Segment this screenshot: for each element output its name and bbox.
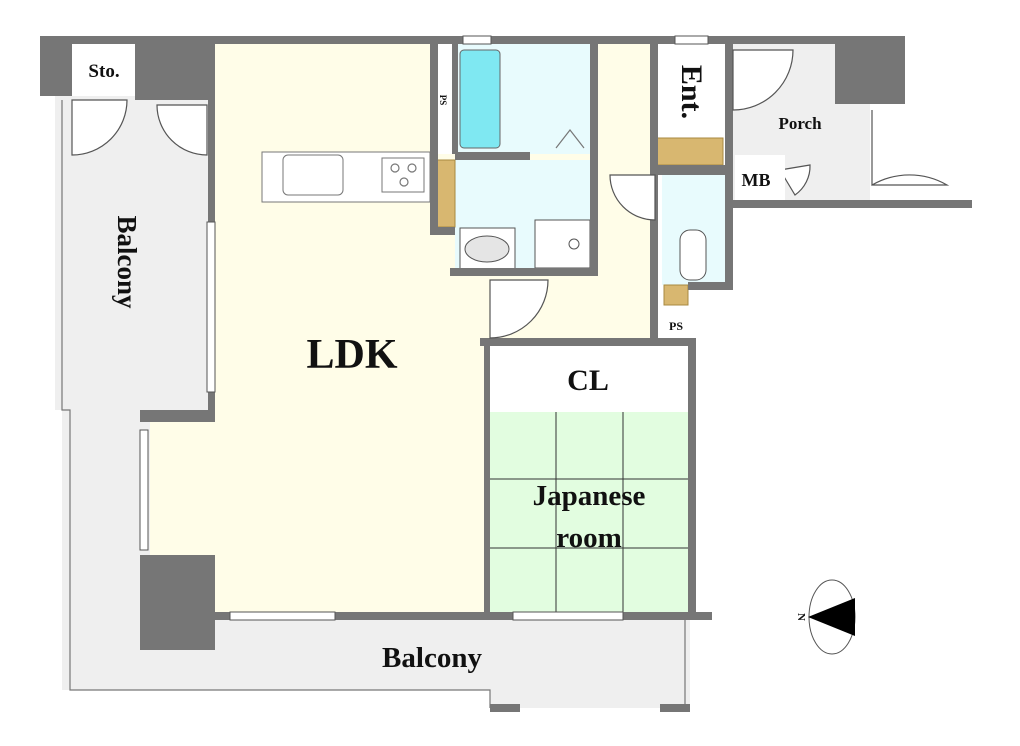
label-pipe-space-2: PS	[669, 319, 683, 333]
label-japanese-room-line1: Japanese	[533, 480, 646, 512]
porch-outer	[870, 105, 950, 200]
label-side-balcony: Balcony	[112, 215, 142, 309]
pipe-space-1	[438, 44, 452, 154]
closet-floor	[490, 345, 688, 410]
label-pipe-space-1: PS	[438, 95, 448, 106]
label-entrance: Ent.	[675, 65, 708, 119]
entrance-door[interactable]	[732, 49, 794, 111]
kitchen-sink	[282, 154, 344, 196]
japanese-room-floor	[490, 412, 688, 612]
label-main-balcony: Balcony	[382, 642, 482, 674]
sink-icon	[464, 235, 510, 263]
drain-icon	[568, 238, 580, 250]
label-porch: Porch	[778, 114, 822, 133]
entrance-floor	[655, 44, 728, 140]
toilet-door[interactable]	[609, 174, 656, 221]
north-arrow-icon	[808, 598, 855, 636]
pipe-space-2	[664, 312, 688, 338]
bath-door-fold[interactable]	[555, 129, 585, 149]
label-meter-box: MB	[742, 170, 771, 190]
washing-machine-pan	[534, 219, 591, 269]
stove-icon	[381, 157, 425, 193]
bathtub	[459, 49, 501, 149]
windows	[139, 35, 709, 621]
balcony-railing	[61, 100, 491, 708]
label-storage: Sto.	[88, 61, 119, 82]
label-ldk: LDK	[306, 332, 397, 378]
entrance-step	[654, 137, 724, 166]
meter-box-door[interactable]	[779, 164, 811, 196]
wood-threshold	[663, 284, 689, 306]
toilet-icon	[679, 229, 707, 281]
meter-box	[735, 155, 785, 200]
label-japanese-room-line2: room	[556, 522, 622, 554]
label-closet: CL	[567, 364, 609, 397]
tatami-lines	[490, 412, 688, 612]
compass-north-label: N	[795, 613, 807, 621]
compass: N	[795, 579, 856, 655]
porch-gate-door[interactable]	[871, 110, 950, 187]
washroom-door[interactable]	[489, 279, 549, 339]
storage-door[interactable]	[71, 99, 128, 156]
balcony-door[interactable]	[156, 104, 208, 156]
